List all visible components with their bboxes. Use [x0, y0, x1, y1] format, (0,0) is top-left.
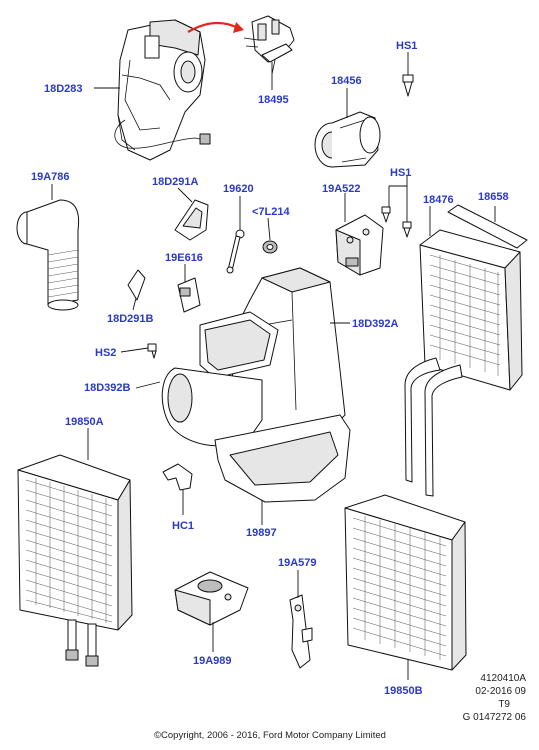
ref-line-1: 4120410A: [480, 673, 526, 684]
heater-core-part: [404, 229, 523, 497]
label-19850b: 19850B: [384, 685, 423, 697]
blower-housing-part: [114, 19, 211, 161]
bracket-18d291b-part: [127, 269, 146, 301]
label-19620: 19620: [223, 183, 254, 195]
air-duct-part: [16, 199, 80, 311]
evaporator-b-part: [344, 494, 467, 671]
label-18658: 18658: [478, 191, 509, 203]
label-18d392a: 18D392A: [352, 318, 399, 330]
screw-hs1-top-part: [402, 74, 414, 97]
leader-lines: [51, 52, 496, 680]
label-18d283: 18D283: [44, 83, 83, 95]
label-18d291a: 18D291A: [152, 176, 199, 188]
control-module-part: [335, 214, 384, 276]
label-19e616: 19E616: [165, 252, 203, 264]
label-hs2: HS2: [95, 347, 116, 359]
screw-hs1-mid-part: [381, 206, 412, 238]
label-hs1-mid: HS1: [390, 167, 411, 179]
actuator-motor-part: [177, 277, 201, 313]
label-19a522: 19A522: [322, 183, 361, 195]
label-18456: 18456: [331, 75, 362, 87]
label-18d291b: 18D291B: [107, 313, 154, 325]
actuator-lever-part: [226, 229, 245, 274]
copyright-text: ©Copyright, 2006 - 2016, Ford Motor Comp…: [154, 730, 386, 741]
label-19a786: 19A786: [31, 171, 70, 183]
ref-line-2: 02-2016 09: [475, 686, 526, 697]
direction-arrowhead: [233, 22, 244, 33]
label-18476: 18476: [423, 194, 454, 206]
direction-arrow: [187, 22, 239, 33]
label-7l214: <7L214: [252, 206, 290, 218]
label-18495: 18495: [258, 94, 289, 106]
ref-line-4: G 0147272 06: [463, 712, 527, 723]
ref-line-3: T9: [498, 699, 510, 710]
clip-7l214-part: [262, 240, 278, 254]
label-19a579: 19A579: [278, 557, 317, 569]
heater-housing-part: [161, 267, 351, 503]
bracket-18d291a-part: [174, 199, 209, 241]
label-19897: 19897: [246, 527, 277, 539]
label-19a989: 19A989: [193, 655, 232, 667]
label-hs1-top: HS1: [396, 40, 417, 52]
label-19850a: 19850A: [65, 416, 104, 428]
bracket-19a579-part: [289, 594, 313, 669]
hose-clip-part: [162, 463, 193, 491]
label-18d392b: 18D392B: [84, 382, 131, 394]
evaporator-a-part: [17, 454, 133, 667]
seal-block-part: [174, 571, 249, 626]
seal-strip-part: [447, 204, 528, 249]
blower-motor-part: [314, 111, 381, 168]
label-hc1: HC1: [172, 520, 194, 532]
screw-hs2-part: [147, 343, 157, 359]
resistor-part: [243, 15, 295, 75]
